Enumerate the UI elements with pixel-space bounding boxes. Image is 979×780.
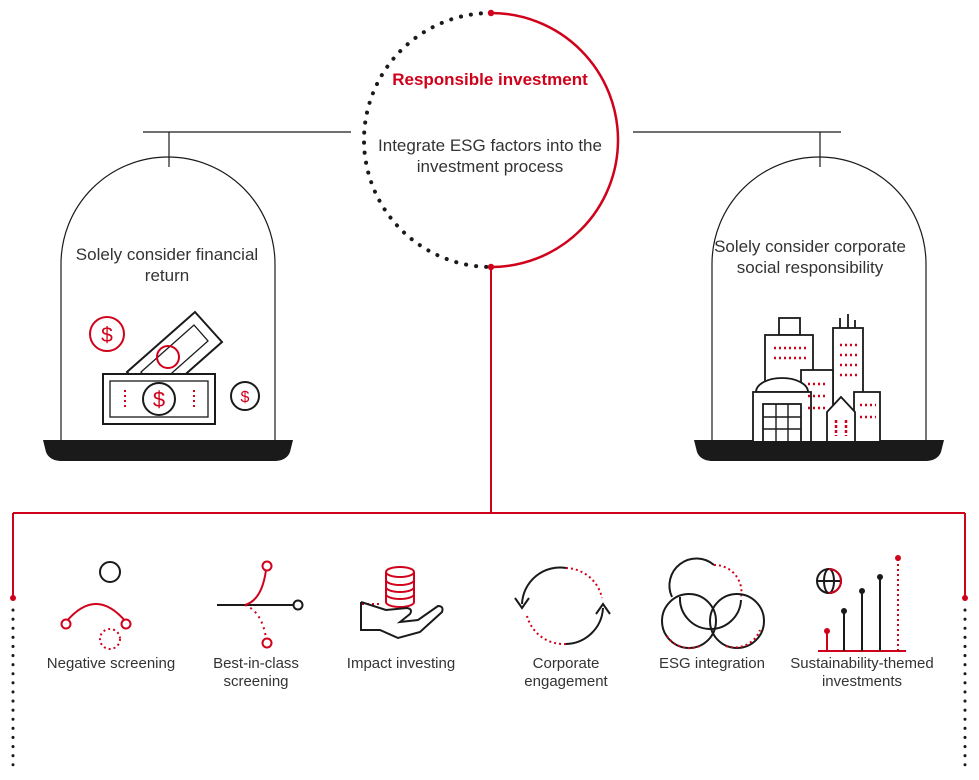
svg-text:$: $ (241, 389, 250, 406)
approach-label-best-in-class: Best-in-class screening (213, 655, 299, 690)
approach-label-negative-screening: Negative screening (46, 655, 176, 672)
negative-screening-icon (60, 561, 132, 650)
center-circle-dotted-arc (362, 11, 493, 269)
left-dome (43, 156, 293, 461)
approach-label-corporate-engagement: Corporate engagement (524, 655, 608, 690)
right-dome (694, 156, 944, 461)
best-in-class-icon (217, 560, 304, 649)
left-dome-label: Solely consider financial return (75, 245, 259, 286)
svg-text:$: $ (153, 387, 165, 412)
center-title: Responsible investment (392, 70, 588, 89)
corporate-engagement-icon (514, 566, 611, 646)
money-bills-icon: $ $ $ (89, 310, 260, 425)
approach-label-sustainability-themed: Sustainability-themed investments (790, 655, 934, 690)
svg-text:$: $ (101, 324, 113, 347)
scale-beam (143, 131, 841, 167)
center-description: Integrate ESG factors into the investmen… (378, 136, 602, 176)
impact-investing-icon (360, 566, 444, 640)
city-buildings-icon (748, 314, 887, 443)
center-circle-solid-arc (490, 11, 620, 269)
connector-bracket (12, 267, 966, 598)
esg-integration-icon (661, 557, 765, 650)
sustainability-themed-icon (816, 555, 906, 652)
right-dome-label: Solely consider corporate social respons… (714, 237, 906, 278)
approach-label-esg-integration: ESG integration (659, 655, 765, 672)
approach-label-impact-investing: Impact investing (346, 655, 456, 672)
